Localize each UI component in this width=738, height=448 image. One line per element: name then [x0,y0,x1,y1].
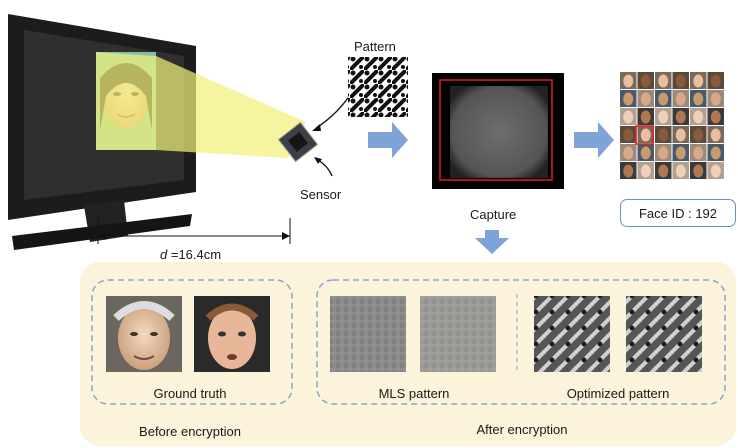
face-id-text: Face ID : 192 [638,205,718,221]
face-thumbnail-face [658,128,669,142]
capture-red-border [439,79,553,181]
face-dataset-grid [620,72,724,179]
face-thumbnail-face [710,74,721,88]
face-thumbnail-face [710,92,721,106]
face-thumbnail-face [693,110,704,124]
ground-truth-face-1 [106,296,182,372]
face-thumbnail-face [640,128,651,142]
face-thumbnail-face [623,128,634,142]
ground-truth-label: Ground truth [153,386,227,401]
sensor-label: Sensor [300,187,342,202]
sensor-label-arrow [317,159,333,177]
face-thumbnail-face [675,74,686,88]
arrow-to-faces [574,122,614,158]
face-thumbnail-face [658,92,669,106]
face-thumbnail-face [623,74,634,88]
capture-label: Capture [470,207,517,222]
face-thumbnail-face [675,110,686,124]
face-thumbnail-face [675,92,686,106]
before-encryption-label: Before encryption [139,424,241,439]
face-thumbnail-face [640,74,651,88]
before-encryption-box [91,279,293,405]
face-thumbnail-face [640,92,651,106]
face-thumbnail-face [623,92,634,106]
face-thumbnail-face [693,128,704,142]
distance-value: =16.4cm [167,247,222,262]
arrow-to-encryption [475,230,509,254]
face-thumbnail-face [623,146,634,160]
face-thumbnail-face [693,164,704,178]
face-thumbnail-face [658,74,669,88]
capture-image-content [450,86,548,178]
ground-truth-face-2 [194,296,270,372]
face-thumbnail-face [658,146,669,160]
face-thumbnail-face [675,146,686,160]
sensor-chip [277,121,319,163]
face-selected-highlight [635,125,654,145]
mls-pattern-image-1 [330,296,406,372]
face-thumbnail-face [623,110,634,124]
face-thumbnail-face [640,110,651,124]
optimized-pattern-image-1 [534,296,610,372]
mls-pattern-label: MLS pattern [378,386,450,401]
distance-label: d =16.4cm [160,248,221,261]
optimized-pattern-label: Optimized pattern [566,386,670,401]
face-thumbnail-face [623,164,634,178]
face-thumbnail-face [710,146,721,160]
light-beam [96,52,306,158]
arrow-to-capture [368,122,408,158]
face-thumbnail-face [710,128,721,142]
optimized-pattern-image-2 [626,296,702,372]
face-thumbnail-face [710,110,721,124]
face-thumbnail-face [675,128,686,142]
face-thumbnail-face [658,164,669,178]
face-thumbnail-face [658,110,669,124]
face-thumbnail-face [693,74,704,88]
face-thumbnail-face [693,92,704,106]
distance-variable: d [160,247,168,262]
after-encryption-box [316,279,726,405]
face-thumbnail-face [710,164,721,178]
face-thumbnail-face [693,146,704,160]
after-encryption-label: After encryption [476,422,568,437]
face-thumbnail-face [640,164,651,178]
face-thumbnail-face [640,146,651,160]
pattern-label: Pattern [354,39,396,54]
mls-pattern-image-2 [420,296,496,372]
face-id-box: Face ID : 192 [620,199,736,227]
pattern-to-sensor-arrow [315,91,353,129]
face-thumbnail-face [675,164,686,178]
pattern-mask-image [348,57,408,117]
